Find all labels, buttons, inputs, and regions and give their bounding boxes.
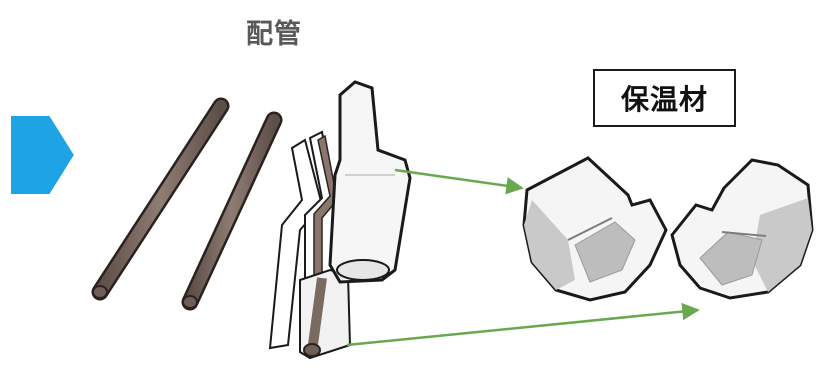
insulation-label: 保温材 xyxy=(620,83,708,116)
pipe-2 xyxy=(181,111,283,311)
connector-arrow-upper xyxy=(394,168,524,195)
insulation-label-box: 保温材 xyxy=(593,69,736,127)
insulation-piece-left xyxy=(522,156,668,302)
bent-pipe-assembly xyxy=(268,80,412,360)
connector-arrow-lower xyxy=(346,302,700,347)
chevron-arrow-icon xyxy=(9,114,77,196)
insulation-piece-right xyxy=(670,158,814,300)
pipe-1 xyxy=(91,97,230,301)
diagram-title: 配管 xyxy=(246,19,302,50)
